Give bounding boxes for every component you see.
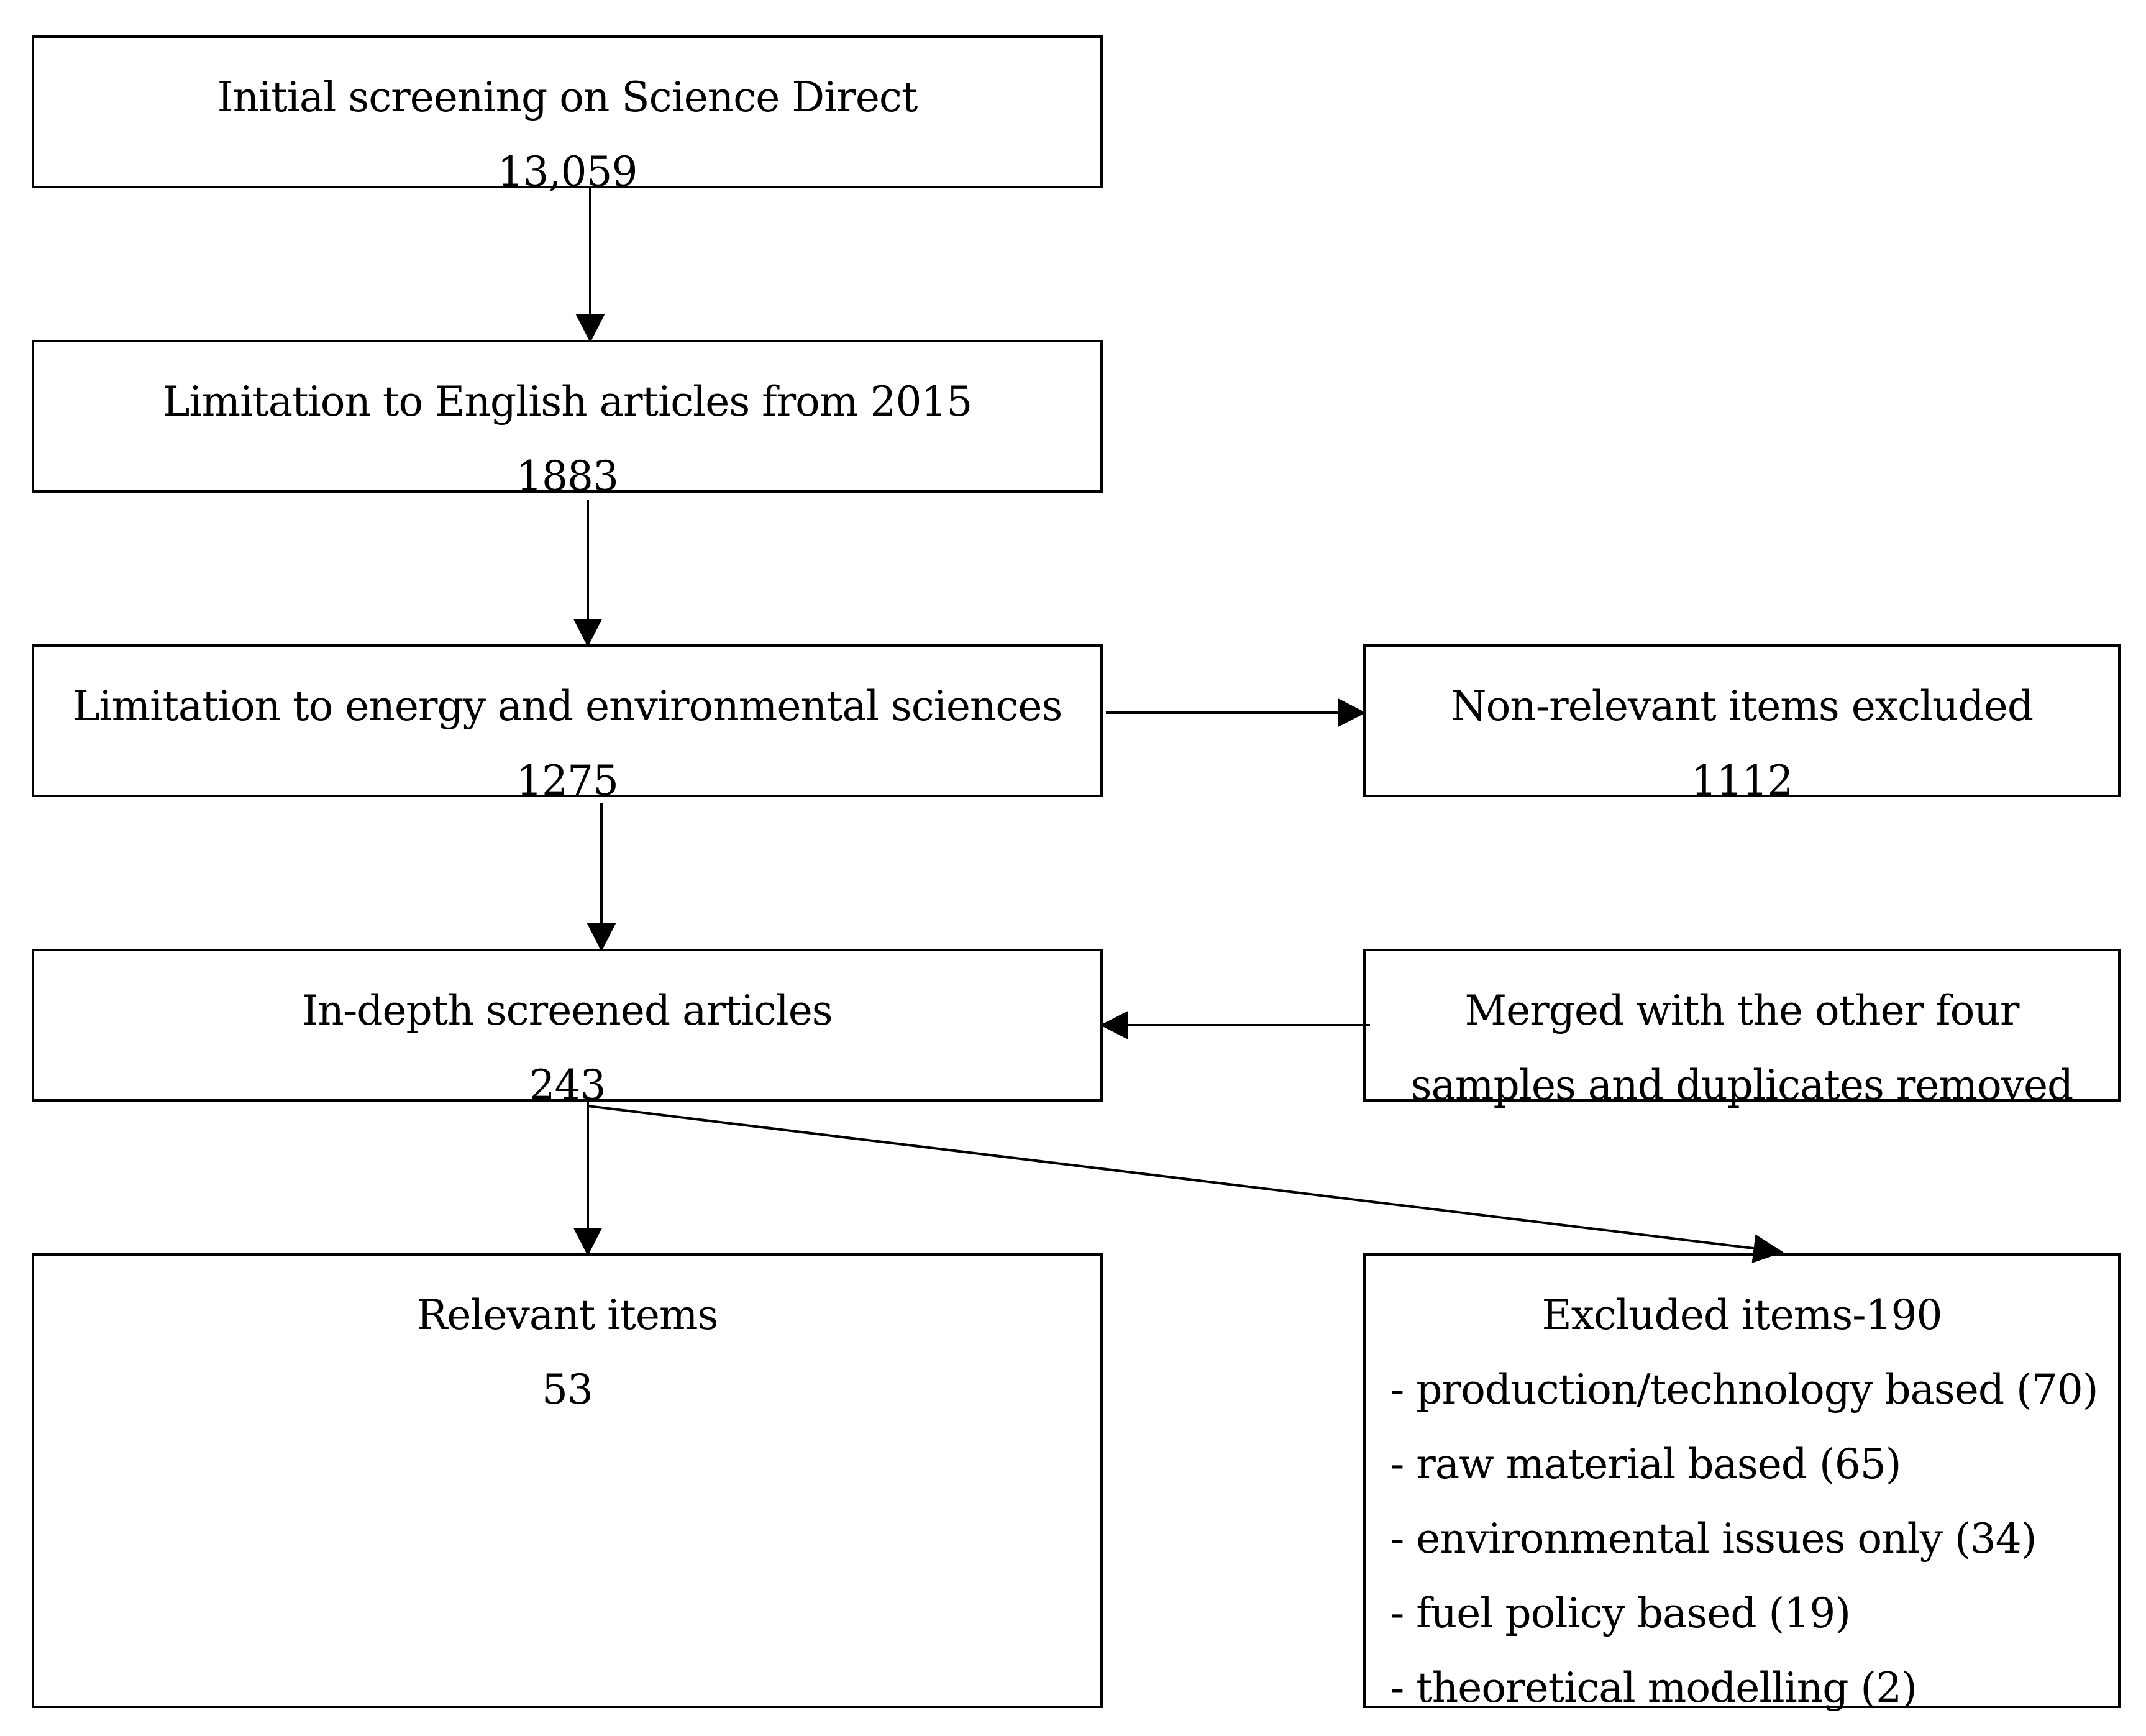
in-depth-screened-title: In-depth screened articles [302, 987, 833, 1035]
english-limitation-box: Limitation to English articles from 2015… [32, 340, 1103, 500]
merged-samples-line-1: Merged with the other four [1464, 987, 2020, 1035]
excluded-item: - environmental issues only (34) [1390, 1515, 2037, 1563]
english-limitation-count: 1883 [516, 452, 619, 500]
arrow-energy-to-nonrelevant-head [1338, 698, 1366, 728]
initial-screening-box: Initial screening on Science Direct 13,0… [32, 35, 1103, 196]
excluded-item: - theoretical modelling (2) [1390, 1664, 1917, 1712]
energy-limitation-box: Limitation to energy and environmental s… [32, 644, 1103, 805]
excluded-items-list: - production/technology based (70) - raw… [1390, 1353, 2106, 1725]
in-depth-screened-box: In-depth screened articles 243 [32, 949, 1103, 1109]
initial-screening-title: Initial screening on Science Direct [217, 73, 918, 121]
excluded-item: - raw material based (65) [1390, 1440, 1902, 1488]
non-relevant-excluded-box: Non-relevant items excluded 1112 [1363, 644, 2121, 805]
energy-limitation-title: Limitation to energy and environmental s… [72, 682, 1063, 730]
arrow-energy-to-indepth-head [587, 923, 616, 952]
initial-screening-count: 13,059 [497, 148, 638, 196]
non-relevant-excluded-count: 1112 [1691, 757, 1794, 805]
arrow-english-to-energy-head [573, 619, 603, 647]
relevant-items-title: Relevant items [416, 1291, 719, 1339]
arrow-indepth-to-relevant-head [573, 1228, 603, 1256]
arrow-merged-to-indepth-head [1100, 1010, 1128, 1040]
english-limitation-title: Limitation to English articles from 2015 [162, 378, 973, 426]
excluded-item: - fuel policy based (19) [1390, 1589, 1851, 1637]
relevant-items-count: 53 [542, 1366, 593, 1414]
non-relevant-excluded-title: Non-relevant items excluded [1450, 682, 2034, 730]
merged-samples-line-2: samples and duplicates removed [1410, 1061, 2074, 1109]
energy-limitation-count: 1275 [516, 757, 619, 805]
arrow-indepth-to-excluded [587, 1105, 1759, 1250]
merged-samples-box: Merged with the other four samples and d… [1363, 949, 2121, 1109]
arrow-initial-to-english-head [575, 314, 605, 343]
in-depth-screened-count: 243 [529, 1061, 606, 1109]
excluded-items-box: Excluded items-190 - production/technolo… [1363, 1253, 2121, 1712]
relevant-items-box: Relevant items 53 [32, 1253, 1103, 1708]
excluded-item: - production/technology based (70) [1390, 1366, 2099, 1414]
excluded-items-title: Excluded items-190 [1541, 1291, 1943, 1339]
